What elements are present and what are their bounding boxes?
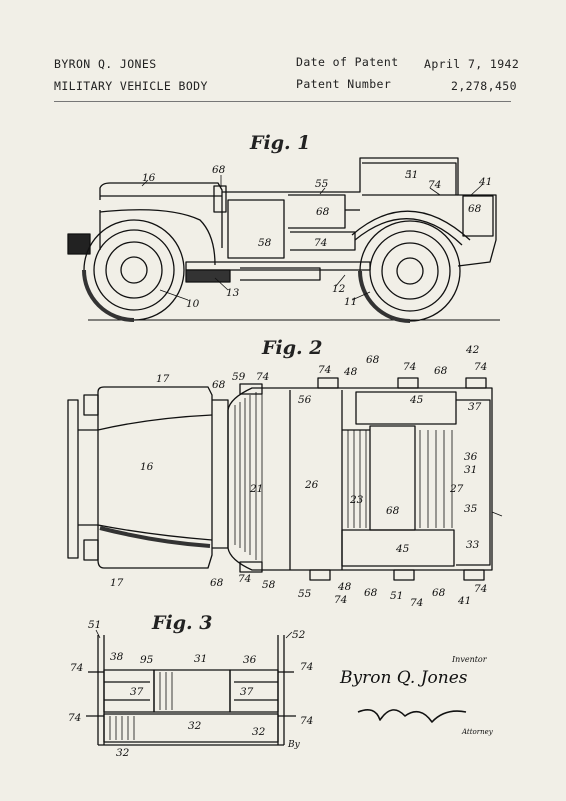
attorney-label: Attorney [462,728,493,736]
fig1-ref: 74 [428,179,441,191]
fig3-label: Fig. 3 [152,612,213,634]
fig1-ref: 41 [478,176,492,188]
fig3-ref: 74 [300,661,313,673]
fig2-label: Fig. 2 [262,337,323,359]
fig3-ref: 38 [110,651,124,663]
fig2-ref: 74 [334,594,347,606]
fig2-ref: 37 [468,401,482,413]
fig2-ref: 48 [343,366,358,378]
fig3-ref: 52 [292,629,306,641]
fig2-ref: 45 [395,543,410,555]
fig1-ref: 13 [226,287,240,299]
fig1-reference-numerals: 68 16 55 51 74 41 68 68 74 58 12 13 10 1… [142,164,492,310]
fig1-ref: 68 [468,203,482,215]
fig3-ref: 32 [252,726,266,738]
fig2-ref: 17 [110,577,124,589]
fig2-ref: 21 [249,483,263,495]
fig1-ref: 68 [212,164,226,176]
fig2-ref: 33 [466,539,480,551]
fig3-ref: 74 [70,662,83,674]
fig2-ref: 74 [410,597,423,609]
fig2-ref: 51 [390,590,403,602]
fig2-ref: 68 [366,354,380,366]
fig2-ref: 23 [349,494,364,506]
fig2-ref: 74 [256,371,269,383]
inventor-signature: Byron Q. Jones [340,668,468,688]
fig2-ref: 74 [318,364,331,376]
fig3-ref: 37 [130,686,144,698]
patent-number-value: 2,278,450 [451,79,517,93]
fig1-label: Fig. 1 [250,132,311,154]
by-label: By [288,740,300,750]
fig1-ref: 11 [344,296,357,308]
patent-title: MILITARY VEHICLE BODY [54,79,208,93]
fig2-ref: 56 [298,394,312,406]
fig2-ref: 59 [232,371,246,383]
fig1-ref: 55 [315,178,329,190]
fig3-ref: 36 [243,654,257,666]
fig2-ref: 17 [156,373,170,385]
fig3-ref: 74 [300,715,313,727]
fig2-ref: 58 [262,579,276,591]
fig2-ref: 68 [212,379,226,391]
fig1-ref: 12 [332,283,346,295]
fig2-ref: 68 [434,365,448,377]
fig3-reference-numerals: 51 52 74 38 95 31 36 74 37 37 74 32 74 3… [68,619,313,759]
fig2-ref: 74 [474,361,487,373]
fig2-ref: 55 [298,588,312,600]
fig2-ref: 45 [409,394,424,406]
fig3-ref: 31 [194,653,207,665]
patent-number-label: Patent Number [296,77,392,91]
fig1-ref: 10 [186,298,200,310]
fig2-ref: 74 [403,361,416,373]
fig2-reference-numerals: 17 68 59 74 74 48 68 74 68 42 74 56 45 3… [110,344,487,609]
fig2-ref: 35 [464,503,478,515]
fig3-ref: 51 [88,619,101,631]
fig2-ref: 26 [304,479,319,491]
fig1-ref: 74 [314,237,327,249]
fig3-section-view [86,629,296,746]
inventor-name: BYRON Q. JONES [54,57,157,71]
fig2-ref: 27 [449,483,464,495]
date-label: Date of Patent [296,55,399,69]
fig2-ref: 36 [464,451,478,463]
fig3-ref: 37 [240,686,254,698]
fig2-ref: 74 [238,573,251,585]
fig1-ref: 68 [316,206,330,218]
fig2-ref: 16 [140,461,154,473]
date-value: April 7, 1942 [424,57,520,71]
fig2-ref: 68 [210,577,224,589]
fig1-ref: 16 [142,172,156,184]
fig2-ref: 42 [465,344,480,356]
fig2-ref: 68 [364,587,378,599]
fig1-side-view [67,157,500,323]
attorney-signature-stroke [357,709,467,723]
fig2-ref: 68 [432,587,446,599]
fig2-ref: 41 [457,595,471,607]
fig3-ref: 32 [188,720,202,732]
fig2-plan-view [67,377,503,581]
inventor-label: Inventor [452,655,487,664]
fig2-ref: 74 [474,583,487,595]
fig2-ref: 48 [337,581,352,593]
fig3-ref: 32 [116,747,130,759]
fig3-ref: 74 [68,712,81,724]
fig2-ref: 31 [464,464,477,476]
fig1-ref: 51 [405,169,418,181]
fig2-ref: 68 [386,505,400,517]
fig1-ref: 58 [258,237,272,249]
header-rule [54,101,511,102]
fig3-ref: 95 [140,654,154,666]
